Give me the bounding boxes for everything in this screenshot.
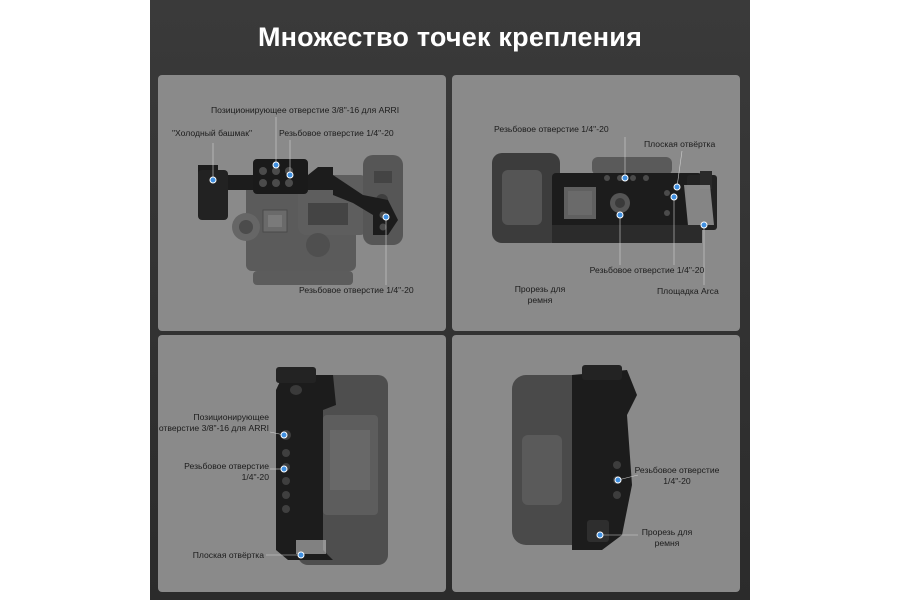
label-arca-plate: Площадка Arca xyxy=(657,286,719,296)
label-thread: Резьбовое отверстие 1/4"-20 xyxy=(634,465,720,486)
label-thread-bottom: Резьбовое отверстие 1/4"-20 xyxy=(589,265,705,275)
label-screwdriver: Плоская отвёртка xyxy=(192,550,264,560)
label-screwdriver: Плоская отвёртка xyxy=(644,139,716,149)
label-thread-bottom: Резьбовое отверстие 1/4"-20 xyxy=(299,285,414,295)
label-cold-shoe: "Холодный башмак" xyxy=(172,128,252,138)
cage-bottom-view-image xyxy=(492,137,717,285)
marker-dots xyxy=(209,117,390,285)
label-thread-top: Резьбовое отверстие 1/4"-20 xyxy=(494,124,609,134)
label-thread-top: Резьбовое отверстие 1/4"-20 xyxy=(279,128,394,138)
panel-bottom-right: Резьбовое отверстие 1/4"-20 Прорезь для … xyxy=(452,335,740,592)
infographic-stage: Множество точек крепления xyxy=(150,0,750,600)
panel-bottom-left: Позиционирующее отверстие 3/8"-16 для AR… xyxy=(158,335,446,592)
panel-top-right: Резьбовое отверстие 1/4"-20 Плоская отвё… xyxy=(452,75,740,331)
label-strap-slot: Прорезь для ремня xyxy=(514,284,566,305)
label-strap-slot: Прорезь для ремня xyxy=(641,527,693,548)
label-arri-hole: Позиционирующее отверстие 3/8"-16 для AR… xyxy=(211,105,400,115)
cage-top-view-image xyxy=(198,117,403,285)
label-thread: Резьбовое отверстие 1/4"-20 xyxy=(184,461,269,482)
cage-grip-view-image xyxy=(512,365,639,550)
label-thread-bottom-wrap: Резьбовое отверстие 1/4"-20 xyxy=(572,265,722,276)
label-arri-hole: Позиционирующее отверстие 3/8"-16 для AR… xyxy=(158,412,269,433)
cage-side-view-image xyxy=(266,367,388,565)
page-title: Множество точек крепления xyxy=(257,22,643,52)
marker-dots xyxy=(616,137,708,285)
marker-dots xyxy=(596,474,639,539)
marker-dots xyxy=(266,431,305,559)
panel-top-left: Позиционирующее отверстие 3/8"-16 для AR… xyxy=(158,75,446,331)
